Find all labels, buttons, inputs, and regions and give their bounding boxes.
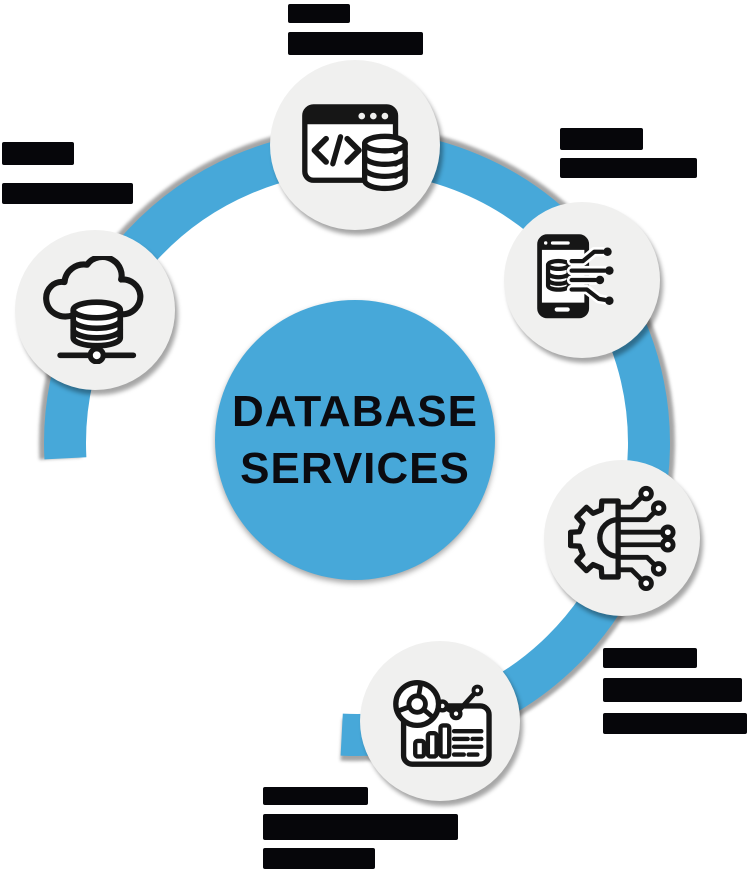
central-circle: DATABASE SERVICES (215, 300, 495, 580)
redacted-text-bar (603, 678, 742, 702)
analytics-dashboard-icon (393, 679, 492, 767)
node-circle-top (270, 60, 440, 230)
label-bottom-right-redacted (603, 648, 747, 734)
redacted-text-bar (560, 158, 697, 178)
label-top-redacted (288, 4, 423, 55)
redacted-text-bar (263, 814, 458, 840)
redacted-text-bar (288, 4, 350, 23)
label-left-redacted (2, 142, 133, 204)
node-circle-bottom (360, 641, 520, 801)
node-circle-bottom-right (544, 460, 700, 616)
redacted-text-bar (2, 183, 133, 204)
label-bottom-redacted (263, 787, 458, 869)
label-right-redacted (560, 128, 697, 178)
cloud-database-icon (43, 256, 144, 364)
node-circle-left (15, 230, 175, 390)
redacted-text-bar (263, 848, 375, 869)
redacted-text-bar (603, 648, 697, 668)
central-title-line2: SERVICES (240, 444, 470, 493)
central-title-line1: DATABASE (232, 387, 478, 436)
redacted-text-bar (288, 32, 423, 55)
gear-circuit-icon (568, 485, 676, 592)
node-circle-right (504, 202, 660, 358)
redacted-text-bar (2, 142, 74, 165)
redacted-text-bar (560, 128, 643, 150)
redacted-text-bar (263, 787, 368, 805)
mobile-database-icon (537, 233, 614, 318)
browser-code-database-icon (302, 103, 408, 191)
redacted-text-bar (603, 713, 747, 734)
